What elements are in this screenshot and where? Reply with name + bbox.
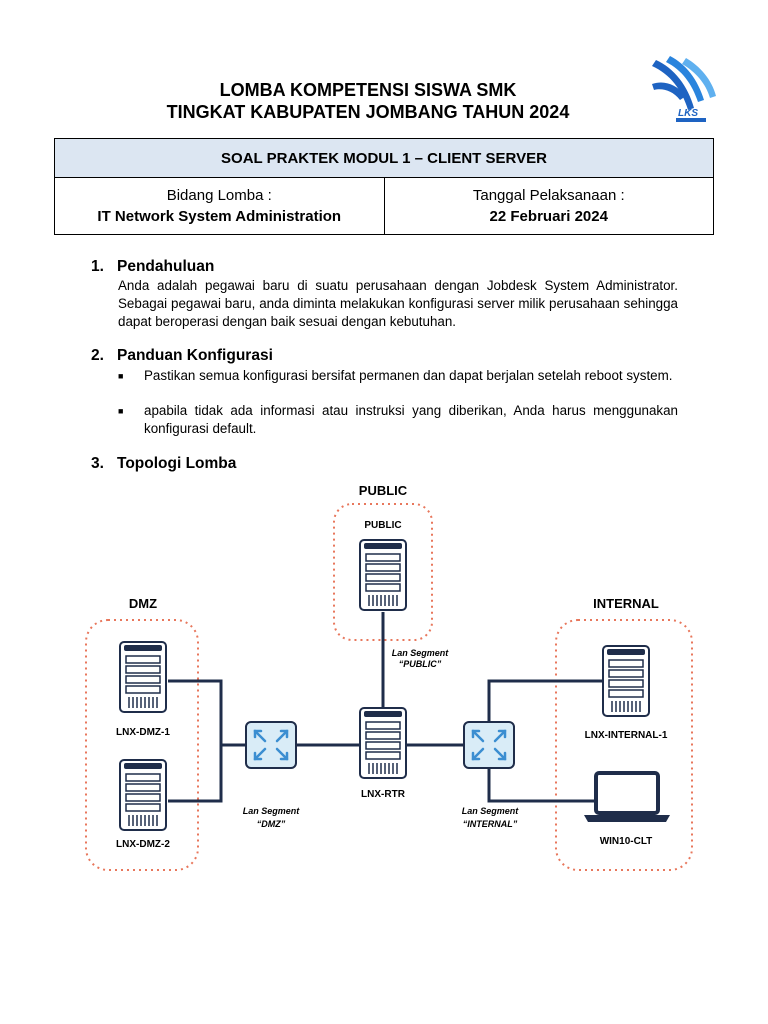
public-server-label: PUBLIC	[364, 520, 401, 531]
dmz2-server-icon	[119, 759, 167, 831]
internal-segment-name: “INTERNAL”	[463, 819, 518, 829]
public-zone-label: PUBLIC	[359, 483, 408, 498]
section-3-title: Topologi Lomba	[117, 455, 237, 472]
info-table: SOAL PRAKTEK MODUL 1 – CLIENT SERVER Bid…	[54, 138, 714, 235]
competition-field-cell: Bidang Lomba : IT Network System Adminis…	[54, 177, 385, 235]
router-server-icon	[359, 707, 407, 779]
internal-segment-label: Lan Segment	[462, 806, 520, 816]
bullet-item: ■ Pastikan semua konfigurasi bersifat pe…	[118, 367, 678, 385]
section-3-number: 3.	[91, 455, 104, 472]
document-title-line1: LOMBA KOMPETENSI SISWA SMK	[219, 80, 517, 100]
lks-logo-icon: LKS	[652, 56, 716, 122]
section-2-title: Panduan Konfigurasi	[117, 347, 273, 364]
competition-field-label: Bidang Lomba :	[166, 187, 272, 204]
internal1-server-icon	[602, 645, 650, 717]
module-heading: SOAL PRAKTEK MODUL 1 – CLIENT SERVER	[54, 138, 714, 178]
bullet-item: ■ apabila tidak ada informasi atau instr…	[118, 402, 678, 438]
network-topology-diagram: PUBLIC DMZ INTERNAL PUBLIC LNX-DMZ-1 LNX…	[85, 483, 693, 871]
router-label: LNX-RTR	[361, 789, 406, 800]
section-2-heading: 2. Panduan Konfigurasi	[91, 347, 273, 365]
date-cell: Tanggal Pelaksanaan : 22 Februari 2024	[383, 177, 714, 235]
bullet-square-icon: ■	[118, 406, 124, 416]
section-2-number: 2.	[91, 347, 104, 364]
section-1-paragraph: Anda adalah pegawai baru di suatu perusa…	[118, 278, 678, 329]
internal1-server-label: LNX-INTERNAL-1	[585, 730, 668, 741]
dmz2-server-label: LNX-DMZ-2	[116, 839, 170, 850]
bullet-text: apabila tidak ada informasi atau instruk…	[144, 403, 678, 436]
dmz-switch-icon	[244, 720, 298, 770]
dmz1-server-icon	[119, 641, 167, 713]
client-label: WIN10-CLT	[600, 836, 653, 847]
public-server-icon	[359, 539, 407, 611]
public-zone	[333, 503, 433, 641]
dmz-segment-name: “DMZ”	[257, 819, 286, 829]
public-segment-name: “PUBLIC”	[399, 659, 442, 669]
internal-switch-icon	[462, 720, 516, 770]
date-label: Tanggal Pelaksanaan :	[472, 187, 625, 204]
public-segment-label: Lan Segment	[392, 648, 450, 658]
dmz-zone-label: DMZ	[129, 596, 157, 611]
bullet-text: Pastikan semua konfigurasi bersifat perm…	[144, 368, 673, 383]
section-1-number: 1.	[91, 258, 104, 275]
section-1-title: Pendahuluan	[117, 258, 215, 275]
internal-zone	[555, 619, 693, 871]
internal-zone-label: INTERNAL	[593, 596, 659, 611]
logo-text: LKS	[678, 108, 698, 119]
dmz-segment-label: Lan Segment	[243, 806, 301, 816]
document-title-line2: TINGKAT KABUPATEN JOMBANG TAHUN 2024	[166, 102, 570, 122]
dmz-zone	[85, 619, 199, 871]
bullet-square-icon: ■	[118, 371, 124, 381]
section-1-heading: 1. Pendahuluan	[91, 258, 214, 276]
section-3-heading: 3. Topologi Lomba	[91, 455, 236, 473]
dmz1-server-label: LNX-DMZ-1	[116, 727, 170, 738]
date-value: 22 Februari 2024	[489, 208, 608, 225]
competition-field-value: IT Network System Administration	[97, 208, 342, 225]
laptop-icon	[584, 771, 670, 822]
